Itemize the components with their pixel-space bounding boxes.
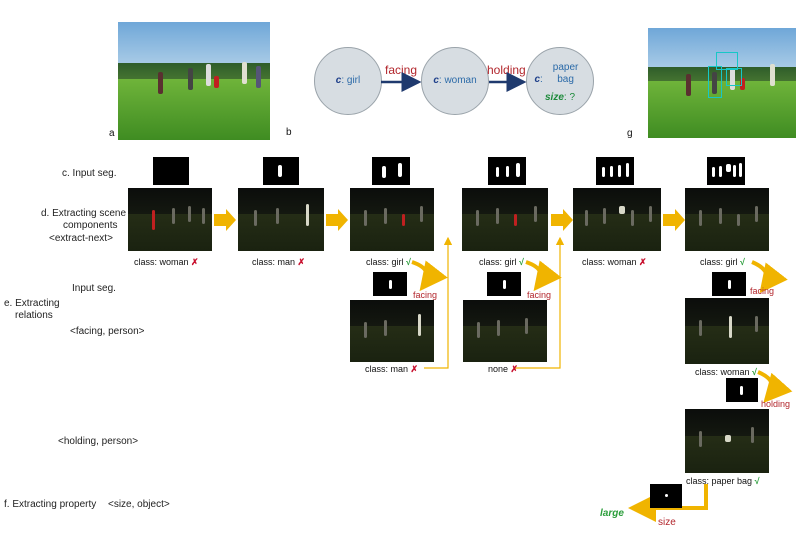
edge-label-holding: holding	[487, 63, 526, 77]
graph-node-woman: c: woman	[421, 47, 489, 115]
scene-frame-2	[238, 188, 324, 251]
relation-seg-1	[373, 272, 407, 296]
bbox-woman	[708, 66, 722, 98]
property-value-large: large	[600, 508, 624, 519]
row-label-e-extracting: e. Extracting	[4, 298, 60, 309]
caption-6: class: girl √	[700, 257, 745, 267]
input-seg-2	[263, 157, 299, 185]
row-label-input-seg: c. Input seg.	[62, 168, 117, 179]
panel-label-g: g	[627, 128, 633, 139]
holding-seg	[726, 378, 758, 402]
row-label-facing-person: <facing, person>	[70, 326, 145, 337]
input-seg-4	[488, 157, 526, 185]
caption-4: class: girl √	[479, 257, 524, 267]
row-label-components: components	[63, 220, 118, 231]
row-label-extract-next: <extract-next>	[49, 233, 113, 244]
relation-frame-1	[350, 300, 434, 362]
row-label-relations: relations	[15, 310, 53, 321]
scene-frame-3	[350, 188, 434, 251]
scene-frame-5	[573, 188, 661, 251]
scene-frame-1	[128, 188, 212, 251]
size-seg	[650, 484, 682, 508]
photo-a	[118, 22, 270, 140]
scene-frame-6	[685, 188, 769, 251]
row-label-holding-person: <holding, person>	[58, 436, 139, 447]
relation-frame-2	[463, 300, 547, 362]
input-seg-6	[707, 157, 745, 185]
bbox-girl	[726, 68, 742, 86]
scene-frame-4	[462, 188, 548, 251]
row-label-extract-scene: d. Extracting scene	[41, 208, 127, 219]
row-label-size-object: <size, object>	[108, 499, 170, 510]
row-label-f-extracting: f. Extracting property	[4, 499, 97, 510]
input-seg-3	[372, 157, 410, 185]
relation-label-holding: holding	[761, 399, 791, 409]
graph-node-paper-bag: c: paper bag size: ?	[526, 47, 594, 115]
relation-caption-3: class: woman √	[695, 367, 757, 377]
caption-5: class: woman ✗	[582, 257, 647, 267]
caption-3: class: girl √	[366, 257, 411, 267]
bbox-bag	[716, 52, 738, 70]
relation-label-facing-2: facing	[527, 290, 552, 300]
edge-label-facing: facing	[385, 63, 418, 77]
row-label-input-seg-2: Input seg.	[72, 283, 116, 294]
panel-label-b: b	[286, 127, 292, 138]
relation-seg-2	[487, 272, 521, 296]
input-seg-1	[153, 157, 189, 185]
relation-frame-3	[685, 298, 769, 364]
caption-1: class: woman ✗	[134, 257, 199, 267]
input-seg-5	[596, 157, 634, 185]
photo-g	[648, 28, 796, 138]
relation-caption-2: none ✗	[488, 364, 519, 374]
panel-label-a: a	[109, 128, 115, 139]
relation-label-facing-1: facing	[413, 290, 438, 300]
relation-caption-1: class: man ✗	[365, 364, 419, 374]
relation-seg-3	[712, 272, 746, 296]
caption-2: class: man ✗	[252, 257, 306, 267]
property-label-size: size	[658, 517, 676, 528]
graph-node-girl: c: girl	[314, 47, 382, 115]
relation-label-facing-3: facing	[750, 286, 775, 296]
holding-caption: class: paper bag √	[686, 476, 760, 486]
holding-frame	[685, 409, 769, 473]
